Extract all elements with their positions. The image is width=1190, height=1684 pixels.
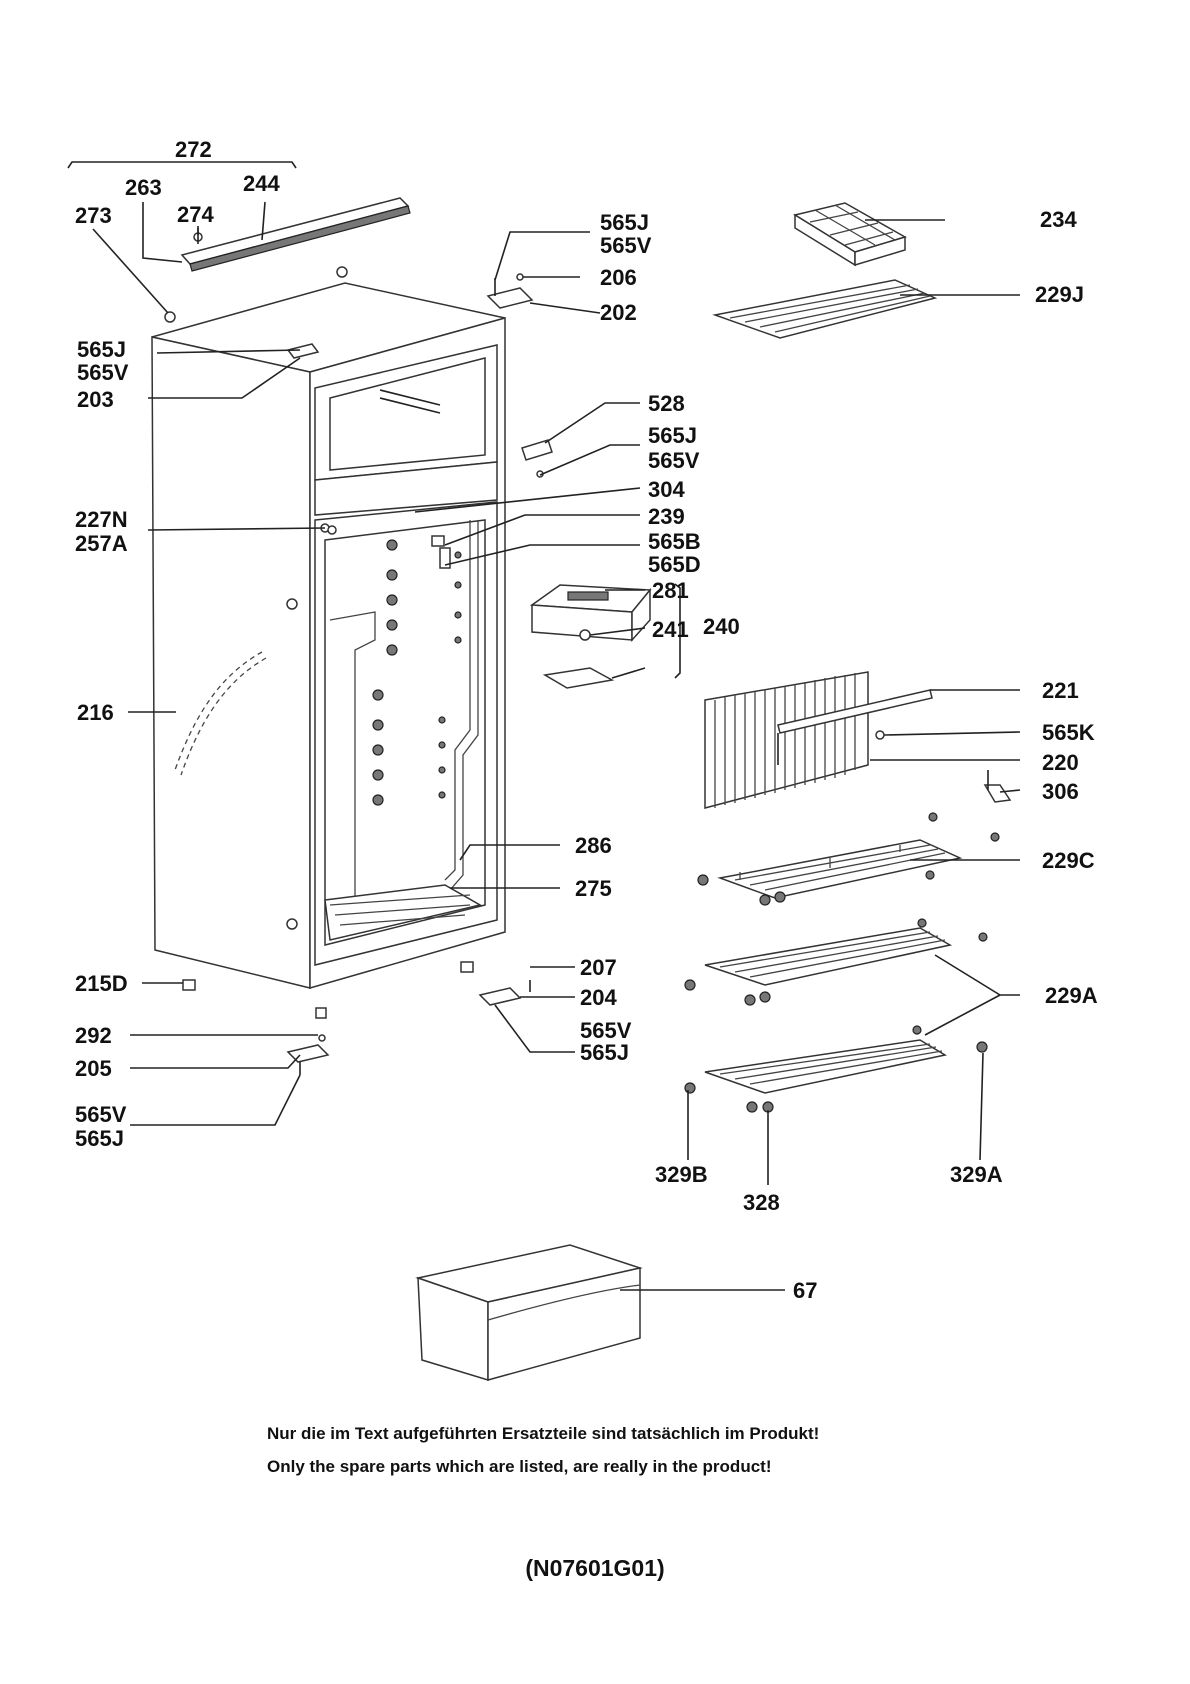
label-565J-bottom-right: 565J [580, 1040, 629, 1065]
label-263: 263 [125, 175, 162, 200]
label-565V-bottom-left: 565V [75, 1102, 127, 1127]
label-329B: 329B [655, 1162, 708, 1187]
label-292: 292 [75, 1023, 112, 1048]
label-565J-latch: 565J [648, 423, 697, 448]
cabinet-top-hinge [286, 343, 320, 359]
note-german: Nur die im Text aufgeführten Ersatzteile… [267, 1424, 820, 1443]
label-281: 281 [652, 578, 689, 603]
label-565J-top-left: 565J [77, 337, 126, 362]
label-257A: 257A [75, 531, 128, 556]
label-528: 528 [648, 391, 685, 416]
label-565J-bottom-left: 565J [75, 1126, 124, 1151]
label-565V-top-right: 565V [600, 233, 652, 258]
label-234: 234 [1040, 207, 1077, 232]
wire-shelf-229C [697, 812, 1000, 906]
drawing-code: (N07601G01) [525, 1555, 665, 1581]
label-239: 239 [648, 504, 685, 529]
label-220: 220 [1042, 750, 1079, 775]
label-565B: 565B [648, 529, 701, 554]
label-229C: 229C [1042, 848, 1095, 873]
label-205: 205 [75, 1056, 112, 1081]
label-202: 202 [600, 300, 637, 325]
label-240: 240 [703, 614, 740, 639]
label-273: 273 [75, 203, 112, 228]
label-244: 244 [243, 171, 280, 196]
label-328: 328 [743, 1190, 780, 1215]
label-565K: 565K [1042, 720, 1095, 745]
label-306: 306 [1042, 779, 1079, 804]
wire-shelf-229A-lower [684, 1025, 988, 1113]
label-286: 286 [575, 833, 612, 858]
label-275: 275 [575, 876, 612, 901]
label-203: 203 [77, 387, 114, 412]
clip-306 [983, 770, 1012, 803]
top-hinge-bar-assembly [67, 161, 411, 323]
label-215D: 215D [75, 971, 128, 996]
note-english: Only the spare parts which are listed, a… [267, 1457, 772, 1476]
label-229J: 229J [1035, 282, 1084, 307]
wire-shelf-229A-upper [684, 918, 988, 1006]
label-565V-top-left: 565V [77, 360, 129, 385]
label-304: 304 [648, 477, 685, 502]
label-227N: 227N [75, 507, 128, 532]
part-labels: 272 263 244 273 274 565J 565V 206 202 23… [75, 137, 1098, 1303]
label-565V-latch: 565V [648, 448, 700, 473]
label-565D: 565D [648, 552, 701, 577]
label-229A: 229A [1045, 983, 1098, 1008]
label-216: 216 [77, 700, 114, 725]
light-housing [529, 583, 681, 689]
label-272: 272 [175, 137, 212, 162]
freezer-wire-shelf [712, 279, 938, 339]
label-204: 204 [580, 985, 617, 1010]
label-207: 207 [580, 955, 617, 980]
label-206: 206 [600, 265, 637, 290]
leader-lines [92, 201, 1021, 1291]
shelf-support-holes [372, 539, 462, 806]
label-565J-top-right: 565J [600, 210, 649, 235]
label-67: 67 [793, 1278, 817, 1303]
label-221: 221 [1042, 678, 1079, 703]
latch-bracket [521, 439, 553, 478]
evaporator-fins [704, 671, 933, 809]
bottom-hinges [286, 980, 531, 1075]
label-329A: 329A [950, 1162, 1003, 1187]
label-241: 241 [652, 617, 689, 642]
door-bin [415, 1244, 643, 1382]
ice-cube-tray [793, 202, 907, 267]
fridge-cabinet [151, 282, 506, 1019]
top-right-hinge [486, 273, 534, 309]
label-274: 274 [177, 202, 214, 227]
label-565V-bottom-right: 565V [580, 1018, 632, 1043]
